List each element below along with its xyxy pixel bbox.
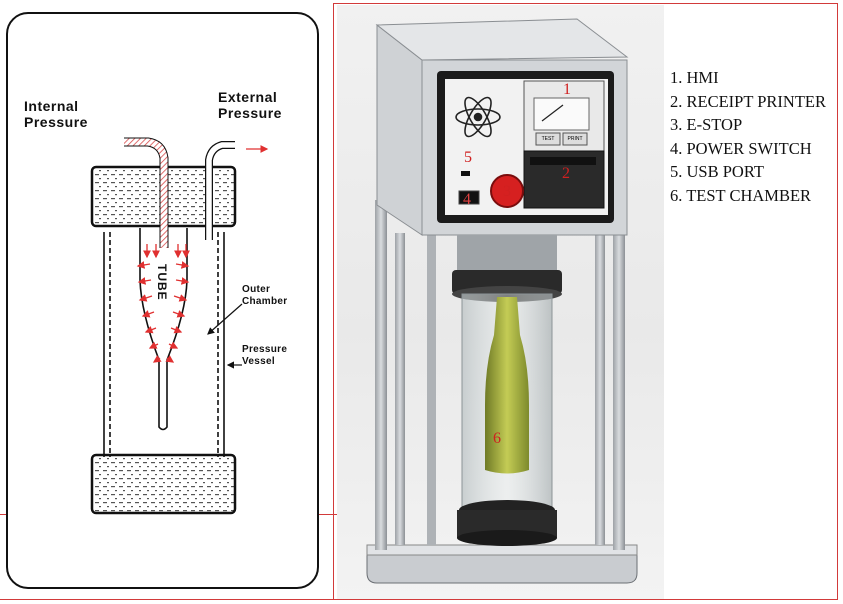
pressure-vessel-schematic	[90, 137, 269, 515]
schematic-panel: Internal Pressure External Pressure TUBE…	[6, 12, 319, 589]
internal-pressure-label: Internal Pressure	[24, 98, 88, 131]
tube-body	[139, 228, 188, 431]
callout-receipt-printer: 2	[562, 165, 570, 182]
divider-guide-line	[333, 3, 334, 599]
legend-item-receipt-printer: 2. RECEIPT PRINTER	[670, 91, 827, 111]
legend-item-power-switch: 4. POWER SWITCH	[670, 138, 812, 158]
callout-e-stop: 3	[503, 183, 511, 200]
top-guide-line	[333, 3, 838, 4]
tube-label: TUBE	[154, 264, 169, 301]
callout-hmi: 1	[563, 81, 571, 98]
legend-item-e-stop: 3. E-STOP	[670, 115, 743, 134]
vessel-wall-right	[217, 232, 225, 457]
machine-photo: 1 2 3 4 5 6 TEST PRINT	[337, 5, 664, 599]
pressure-arrows	[136, 244, 190, 363]
legend-item-usb-port: 5. USB PORT	[670, 162, 764, 181]
callout-usb-port: 5	[464, 149, 472, 166]
external-pressure-label: External Pressure	[218, 89, 282, 122]
outer-chamber-leader	[207, 303, 243, 335]
vessel-wall-left	[103, 232, 111, 457]
pressure-vessel-label: Pressure Vessel	[242, 344, 288, 367]
callout-power-switch: 4	[463, 191, 471, 208]
callout-test-chamber: 6	[493, 430, 501, 447]
component-legend: 1. HMI 2. RECEIPT PRINTER 3. E-STOP 4. P…	[670, 66, 826, 207]
machine-render	[366, 18, 638, 584]
right-guide-line	[837, 3, 838, 599]
bottom-cap	[90, 453, 237, 515]
base-guide-line	[0, 599, 838, 600]
hmi-print-button: PRINT	[567, 136, 583, 142]
outer-chamber-label: Outer Chamber	[242, 284, 288, 307]
hmi-test-button: TEST	[541, 136, 555, 142]
legend-item-test-chamber: 6. TEST CHAMBER	[670, 185, 812, 205]
legend-item-hmi: 1. HMI	[670, 68, 719, 87]
e-stop-icon	[490, 174, 524, 208]
